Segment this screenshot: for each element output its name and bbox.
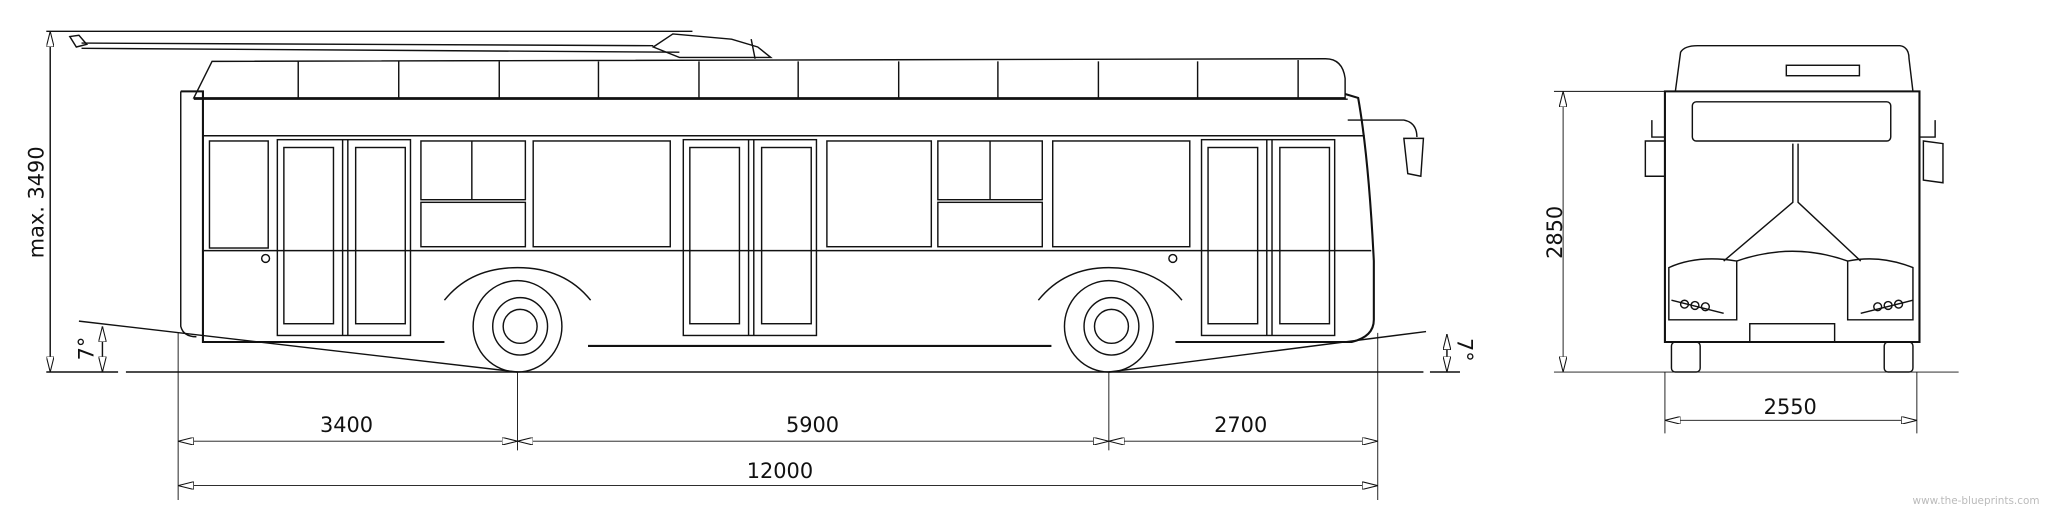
windows [208,140,1191,264]
trolley-poles [46,30,773,59]
body [180,90,1425,347]
rear-wheel [472,279,563,373]
doors [276,138,1336,337]
front-angle-label: 7° [1452,338,1476,362]
front-view: 2850 2550 [1543,44,1959,434]
rear-angle-label: 7° [74,337,98,361]
wheelbase-label: 5900 [786,413,839,437]
watermark: www.the-blueprints.com [1913,495,2040,507]
front-dimensions [1553,90,1959,434]
ground-and-angles [46,31,1460,373]
total-length-label: 12000 [747,459,813,483]
length-dimensions [177,332,1379,500]
front-wheel [1063,279,1154,373]
rear-overhang-label: 3400 [320,413,373,437]
front-body [1644,44,1944,373]
width-label: 2550 [1764,395,1817,419]
front-height-label: 2850 [1543,206,1567,259]
side-view: max. 3490 7° 7° 3400 5900 2700 12000 [25,30,1476,500]
front-overhang-label: 2700 [1214,413,1267,437]
max-height-label: max. 3490 [25,146,49,258]
roof [192,58,1348,100]
